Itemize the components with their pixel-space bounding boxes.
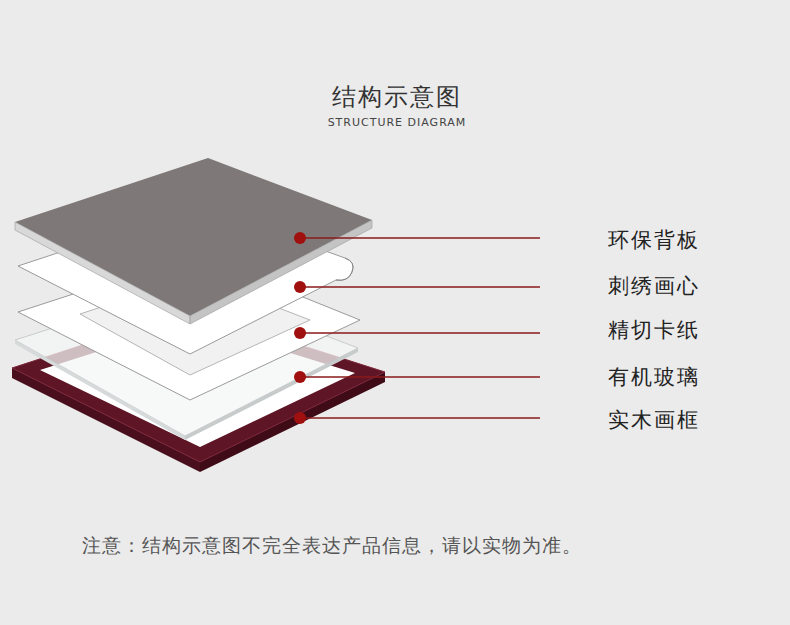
part-label: 刺绣画心: [608, 272, 700, 300]
caption-note: 注意：结构示意图不完全表达产品信息，请以实物为准。: [82, 533, 582, 559]
part-label: 精切卡纸: [608, 316, 700, 344]
part-label: 环保背板: [608, 226, 700, 254]
back-board: [15, 158, 372, 324]
subtitle: STRUCTURE DIAGRAM: [328, 116, 467, 129]
leader-lines: [300, 238, 540, 418]
callout-dots: [294, 232, 306, 424]
part-label: 实木画框: [608, 406, 700, 434]
part-label: 有机玻璃: [608, 363, 700, 391]
diagram-title: 结构示意图: [332, 81, 462, 113]
